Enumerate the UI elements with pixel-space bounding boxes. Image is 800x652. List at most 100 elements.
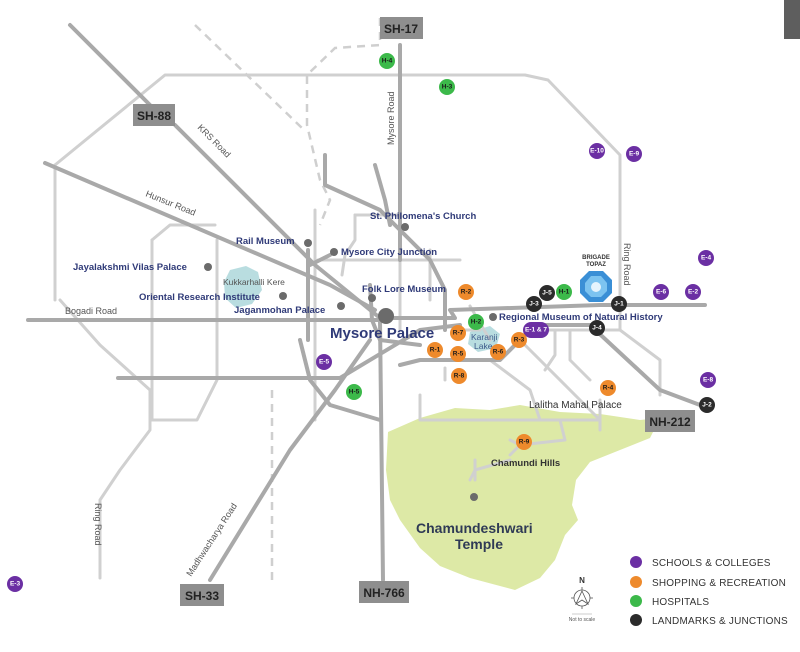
marker-shopping-r-4: R-4 [600, 380, 616, 396]
legend-swatch-schools [630, 556, 642, 568]
marker-circle [685, 284, 701, 300]
scroll-tab[interactable] [784, 0, 800, 39]
compass-north-label: N [579, 576, 585, 585]
place-label-st-philomena: St. Philomena's Church [370, 211, 476, 222]
marker-schools-e-5: E-5 [316, 354, 332, 370]
marker-label: R-5 [453, 351, 464, 358]
legend-item-landmarks: LANDMARKS & JUNCTIONS [630, 614, 788, 627]
legend-swatch-landmarks [630, 614, 642, 626]
place-label-karanji-1: Karanji [471, 332, 498, 342]
marker-circle [451, 368, 467, 384]
place-label-lalitha-mahal: Lalitha Mahal Palace [529, 400, 622, 411]
marker-label: J-3 [529, 301, 539, 308]
marker-hospitals-h-2: H-2 [468, 314, 484, 330]
marker-circle [699, 397, 715, 413]
marker-label: J-4 [592, 325, 602, 332]
marker-landmarks-j-4: J-4 [589, 320, 605, 336]
road-label-mysore: Mysore Road [386, 91, 396, 145]
marker-hospitals-h-1: H-1 [556, 284, 572, 300]
marker-label: H-2 [471, 319, 482, 326]
marker-landmarks-j-3: J-3 [526, 296, 542, 312]
road-label-hunsur: Hunsur Road [144, 189, 197, 218]
marker-circle [516, 434, 532, 450]
marker-circle [458, 284, 474, 300]
highway-nh212: NH-212 [645, 410, 695, 432]
compass-note: Not to scale [569, 617, 596, 623]
place-dot-oriental [279, 292, 287, 300]
place-label-chamundeshwari-2: Temple [455, 536, 503, 552]
marker-circle [539, 285, 555, 301]
legend-label: LANDMARKS & JUNCTIONS [652, 616, 788, 627]
place-dot-jaganmohan [337, 302, 345, 310]
place-label-mysore-palace: Mysore Palace [330, 325, 434, 342]
marker-circle [589, 143, 605, 159]
highway-sh88: SH-88 [133, 104, 175, 126]
place-dot-folk-lore [368, 294, 376, 302]
legend-label: SCHOOLS & COLLEGES [652, 558, 771, 569]
legend-label: HOSPITALS [652, 597, 709, 608]
marker-label: H-5 [349, 389, 360, 396]
marker-label: E-8 [703, 377, 714, 384]
marker-circle [556, 284, 572, 300]
place-label-regional-museum: Regional Museum of Natural History [499, 312, 663, 323]
marker-circle [468, 314, 484, 330]
marker-label: R-4 [603, 385, 614, 392]
marker-shopping-r-5: R-5 [450, 346, 466, 362]
marker-hospitals-h-4: H-4 [379, 53, 395, 69]
highway-label: NH-766 [363, 586, 405, 600]
marker-shopping-r-3: R-3 [511, 332, 527, 348]
marker-shopping-r-6: R-6 [490, 344, 506, 360]
marker-schools-e-1-7: E-1 & 7 [523, 322, 549, 338]
place-label-jaganmohan: Jaganmohan Palace [234, 305, 325, 316]
marker-landmarks-j-2: J-2 [699, 397, 715, 413]
highway-label: SH-17 [384, 22, 418, 36]
legend-swatch-hospitals [630, 595, 642, 607]
place-dot-mysore-palace [378, 308, 394, 324]
road-label-madhwacharya: Madhwacharya Road [184, 501, 239, 578]
marker-circle [653, 284, 669, 300]
place-label-kukkarahalli: Kukkarhalli Kere [223, 277, 285, 287]
marker-label: R-1 [430, 347, 441, 354]
marker-shopping-r-9: R-9 [516, 434, 532, 450]
marker-label: J-5 [542, 290, 552, 297]
compass-icon [571, 587, 593, 615]
place-label-rail-museum: Rail Museum [236, 236, 295, 247]
marker-schools-e-2: E-2 [685, 284, 701, 300]
place-dots [204, 223, 497, 501]
minor-roads [53, 73, 662, 580]
place-dot-st-philomena [401, 223, 409, 231]
marker-shopping-r-8: R-8 [451, 368, 467, 384]
marker-shopping-r-1: R-1 [427, 342, 443, 358]
railway-lines [194, 18, 382, 585]
marker-schools-e-3: E-3 [7, 576, 23, 592]
place-dot-mysore-city-junction [330, 248, 338, 256]
marker-circle [526, 296, 542, 312]
project-name-line2: TOPAZ [586, 262, 606, 268]
highway-sh17: SH-17 [380, 17, 423, 39]
marker-circle [700, 372, 716, 388]
marker-circle [611, 296, 627, 312]
marker-schools-e-10: E-10 [589, 143, 605, 159]
major-roads [26, 23, 707, 582]
marker-hospitals-h-3: H-3 [439, 79, 455, 95]
road-label-ring-west: Ring Road [93, 503, 103, 546]
place-label-karanji-2: Lake [474, 341, 493, 351]
marker-label: H-1 [559, 289, 570, 296]
project-name-line1: BRIGADE [582, 255, 610, 261]
marker-shopping-r-7: R-7 [450, 325, 466, 341]
marker-label: E-1 & 7 [525, 327, 547, 334]
place-label-oriental: Oriental Research Institute [139, 292, 260, 303]
marker-label: E-9 [629, 151, 640, 158]
legend-item-hospitals: HOSPITALS [630, 595, 709, 608]
marker-label: E-2 [688, 289, 699, 296]
legend: SCHOOLS & COLLEGES SHOPPING & RECREATION… [630, 556, 788, 627]
legend-item-shopping: SHOPPING & RECREATION [630, 576, 786, 589]
chamundi-hills-area [386, 405, 660, 590]
highway-sh33: SH-33 [180, 584, 224, 606]
marker-label: E-6 [656, 289, 667, 296]
compass: N Not to scale [569, 576, 596, 623]
legend-item-schools: SCHOOLS & COLLEGES [630, 556, 771, 569]
marker-label: R-9 [519, 439, 530, 446]
highway-label: NH-212 [649, 415, 691, 429]
